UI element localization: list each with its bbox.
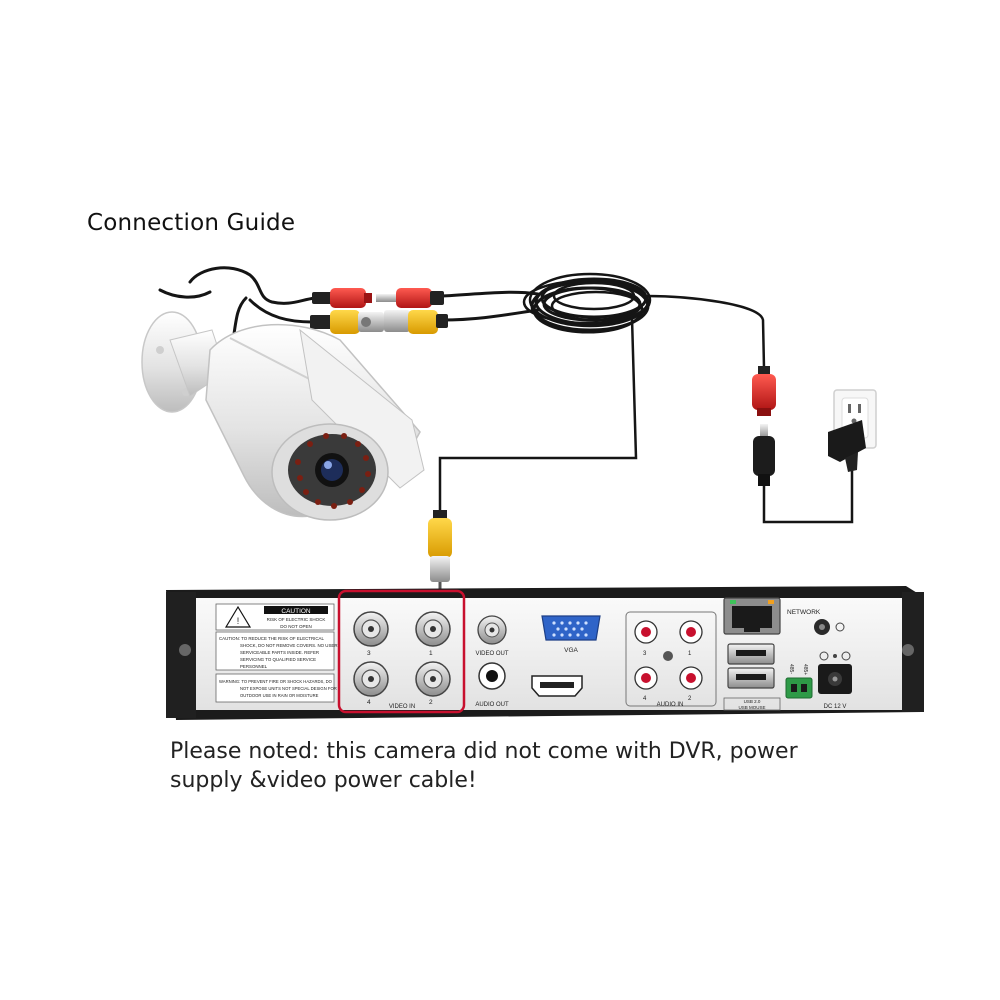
network-port bbox=[724, 598, 780, 634]
video-in-label: VIDEO IN bbox=[389, 704, 415, 710]
warning-line-1: WARNING: TO PREVENT FIRE OR SHOCK HAZARD… bbox=[219, 679, 333, 684]
caution-sub2: DO NOT OPEN bbox=[280, 624, 311, 629]
caution-sub1: RISK OF ELECTRIC SHOCK bbox=[267, 617, 326, 622]
usb-label-1: USB 2.0 bbox=[744, 699, 761, 704]
warning-line-2: NOT EXPOSE UNITS NOT SPECIAL DESIGN FOR bbox=[240, 686, 337, 691]
hdmi-port bbox=[532, 676, 582, 696]
caution-heading: CAUTION bbox=[281, 608, 311, 615]
audio-in-port-1 bbox=[680, 621, 702, 643]
caution-line-1: CAUTION: TO REDUCE THE RISK OF ELECTRICA… bbox=[219, 636, 324, 641]
caution-line-2: SHOCK, DO NOT REMOVE COVERS. NO USER bbox=[240, 643, 338, 648]
usb-label-2: USB MOUSE bbox=[738, 705, 765, 710]
video-in-port-4 bbox=[354, 662, 388, 696]
video-in-number-3: 3 bbox=[367, 650, 371, 657]
extension-power-connector bbox=[376, 288, 444, 308]
dvr-rear-panel: ! CAUTION RISK OF ELECTRIC SHOCK DO NOT … bbox=[166, 586, 924, 720]
rs485-b-label: 485+ bbox=[802, 664, 808, 675]
dvr-side-bnc-connector bbox=[428, 510, 452, 592]
video-out-port: VIDEO OUT bbox=[475, 616, 508, 657]
video-in-port-1 bbox=[416, 612, 450, 646]
video-in-port-2 bbox=[416, 662, 450, 696]
wall-outlet-power-adapter bbox=[828, 390, 876, 472]
pigtail-bnc-connector bbox=[310, 310, 384, 334]
vga-label: VGA bbox=[564, 647, 578, 654]
audio-in-port-2 bbox=[680, 667, 702, 689]
rs485-a-label: 485- bbox=[788, 664, 794, 674]
audio-in-port-4 bbox=[635, 667, 657, 689]
audio-out-label: AUDIO OUT bbox=[475, 702, 509, 708]
network-label: NETWORK bbox=[787, 609, 821, 616]
male-dc-power-plug bbox=[753, 424, 775, 486]
audio-in-port-3 bbox=[635, 621, 657, 643]
svg-text:!: ! bbox=[237, 616, 240, 626]
caution-label: ! CAUTION RISK OF ELECTRIC SHOCK DO NOT … bbox=[216, 604, 338, 702]
disclaimer-note: Please noted: this camera did not come w… bbox=[170, 737, 870, 795]
caution-line-3: SERVICEABLE PARTS INSIDE. REFER bbox=[240, 650, 319, 655]
video-in-port-3 bbox=[354, 612, 388, 646]
audio-in-label: AUDIO IN bbox=[657, 702, 684, 708]
video-out-label: VIDEO OUT bbox=[475, 651, 508, 657]
video-in-number-1: 1 bbox=[429, 650, 433, 657]
pigtail-power-connector bbox=[312, 288, 372, 308]
extension-bnc-connector bbox=[384, 310, 448, 334]
warning-line-3: OUTDOOR USE IN RAIN OR MOISTURE bbox=[240, 693, 319, 698]
video-in-number-2: 2 bbox=[429, 699, 433, 706]
caution-line-5: PERSONNEL bbox=[240, 664, 268, 669]
bullet-camera bbox=[142, 312, 424, 520]
caution-line-4: SERVICING TO QUALIFIED SERVICE bbox=[240, 657, 316, 662]
female-dc-power-plug bbox=[752, 366, 776, 416]
video-in-number-4: 4 bbox=[367, 699, 371, 706]
dc-label: DC 12 V bbox=[824, 704, 847, 710]
extension-cable bbox=[440, 274, 852, 522]
